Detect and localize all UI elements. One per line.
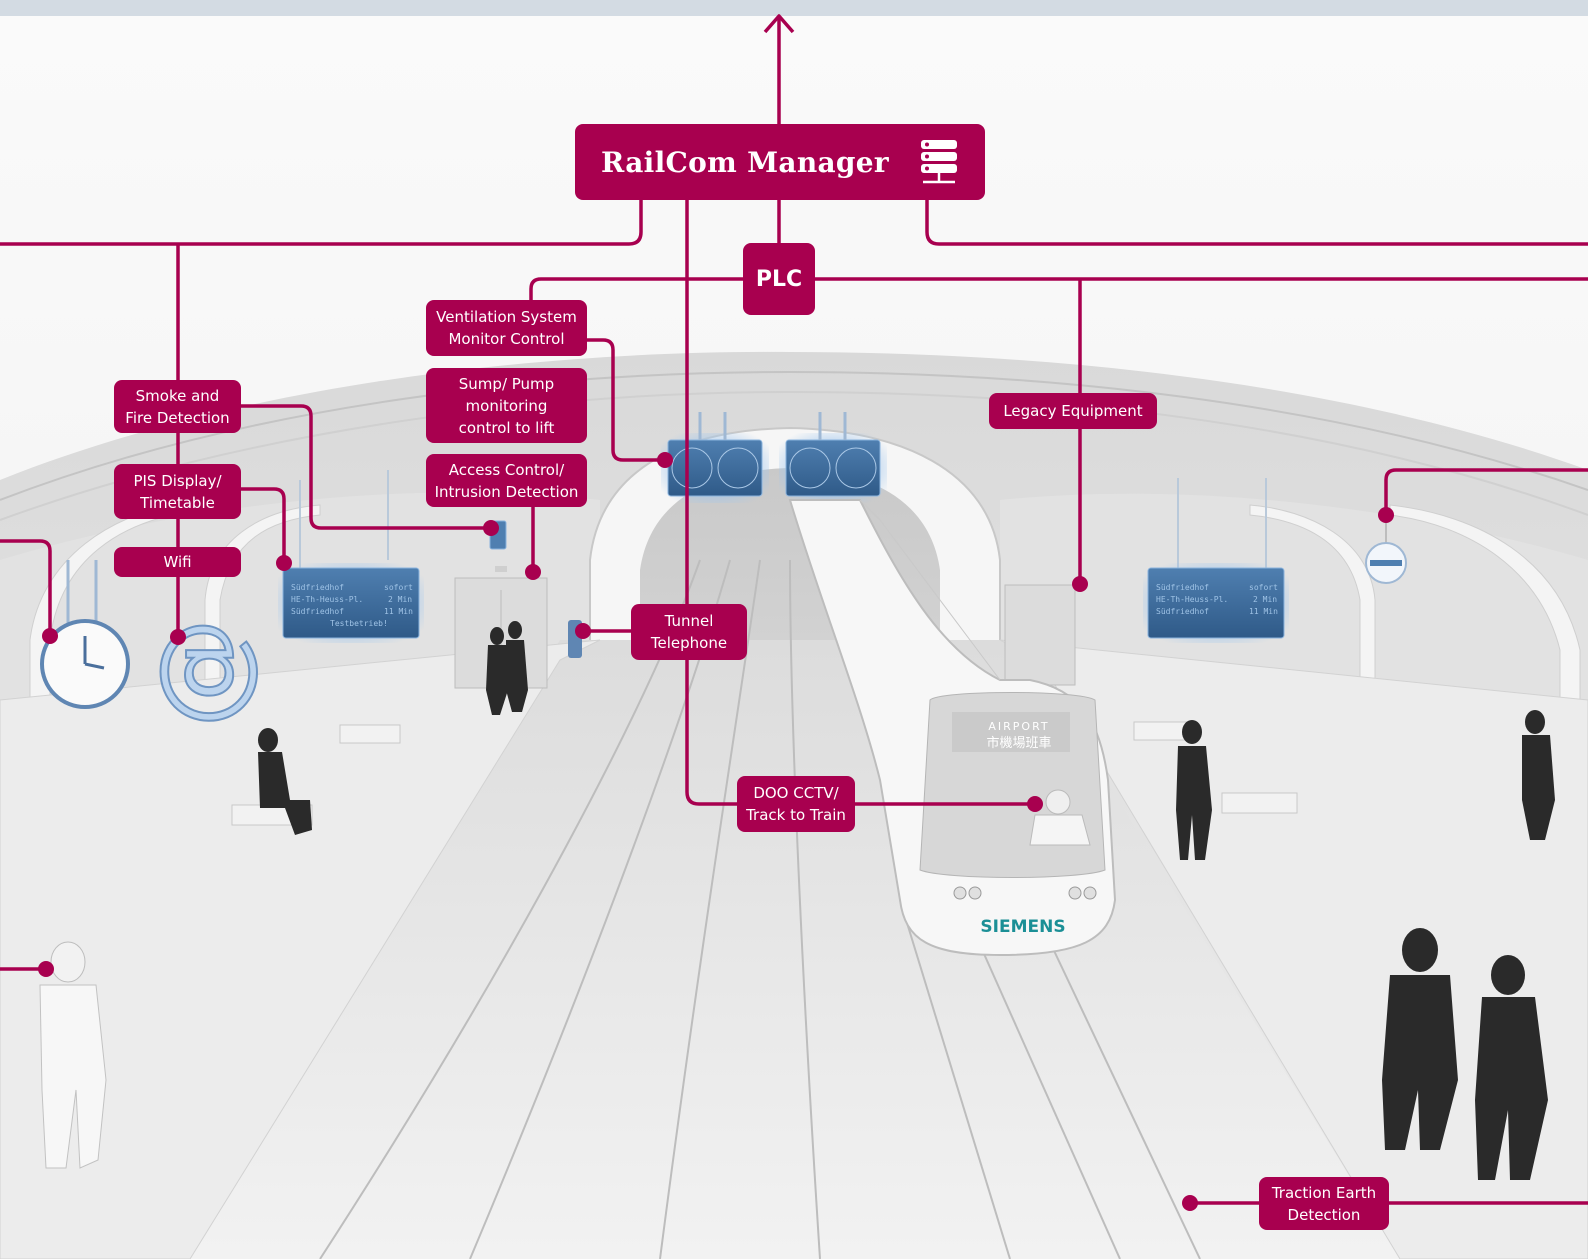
sump-pump-label: Sump/ Pump monitoring control to lift (426, 368, 587, 443)
pis-left-row2: HE-Th-Heuss-Pl. (291, 595, 363, 604)
wifi-label: Wifi (114, 547, 241, 577)
pis-left-time1: sofort (384, 583, 413, 592)
pis-right-time2: 2 Min (1253, 595, 1277, 604)
pis-screen-right: Südfriedhof HE-Th-Heuss-Pl. Südfriedhof … (1143, 478, 1289, 643)
train-destination-cn: 市機場班車 (986, 735, 1051, 751)
benches (231, 721, 1298, 826)
ventilation-system-label: Ventilation System Monitor Control (426, 300, 587, 356)
staff-figure (39, 941, 107, 1169)
train-brand: SIEMENS (980, 917, 1065, 937)
svg-text:@: @ (136, 618, 264, 728)
tunnel-telephone-label: Tunnel Telephone (631, 604, 747, 660)
railcom-manager-title: RailCom Manager (601, 145, 889, 179)
pis-right-row1: Südfriedhof (1156, 583, 1209, 592)
pis-left-time2: 2 Min (388, 595, 412, 604)
smoke-fire-label: Smoke and Fire Detection (114, 380, 241, 433)
pis-right-time3: 11 Min (1249, 607, 1278, 616)
connector-lines (0, 14, 1588, 1205)
pis-right-row2: HE-Th-Heuss-Pl. (1156, 595, 1228, 604)
server-icon (920, 140, 957, 184)
wifi-icon: @ (135, 617, 265, 729)
access-control-label: Access Control/ Intrusion Detection (426, 454, 587, 507)
pis-right-time1: sofort (1249, 583, 1278, 592)
people (258, 621, 1555, 1180)
legacy-door (1004, 584, 1076, 686)
clock-icon (40, 560, 130, 709)
legacy-equipment-label: Legacy Equipment (989, 393, 1157, 429)
pis-screen-left: Südfriedhof HE-Th-Heuss-Pl. Südfriedhof … (278, 470, 424, 643)
pis-left-time3: 11 Min (384, 607, 413, 616)
pis-right-row3: Südfriedhof (1156, 607, 1209, 616)
top-bar (0, 0, 1588, 16)
driver (1029, 789, 1091, 846)
railcom-manager-box: RailCom Manager (575, 124, 985, 200)
train-destination: AIRPORT (988, 720, 1049, 733)
traction-earth-label: Traction Earth Detection (1259, 1177, 1389, 1230)
pis-left-note: Testbetrieb! (330, 619, 388, 628)
connector-dots (38, 452, 1394, 1211)
pis-left-row1: Südfriedhof (291, 583, 344, 592)
doo-cctv-label: DOO CCTV/ Track to Train (737, 776, 855, 832)
ventilation-fan-right (779, 412, 887, 503)
plc-box: PLC (743, 243, 815, 315)
pis-left-row3: Südfriedhof (291, 607, 344, 616)
pis-display-label: PIS Display/ Timetable (114, 464, 241, 519)
